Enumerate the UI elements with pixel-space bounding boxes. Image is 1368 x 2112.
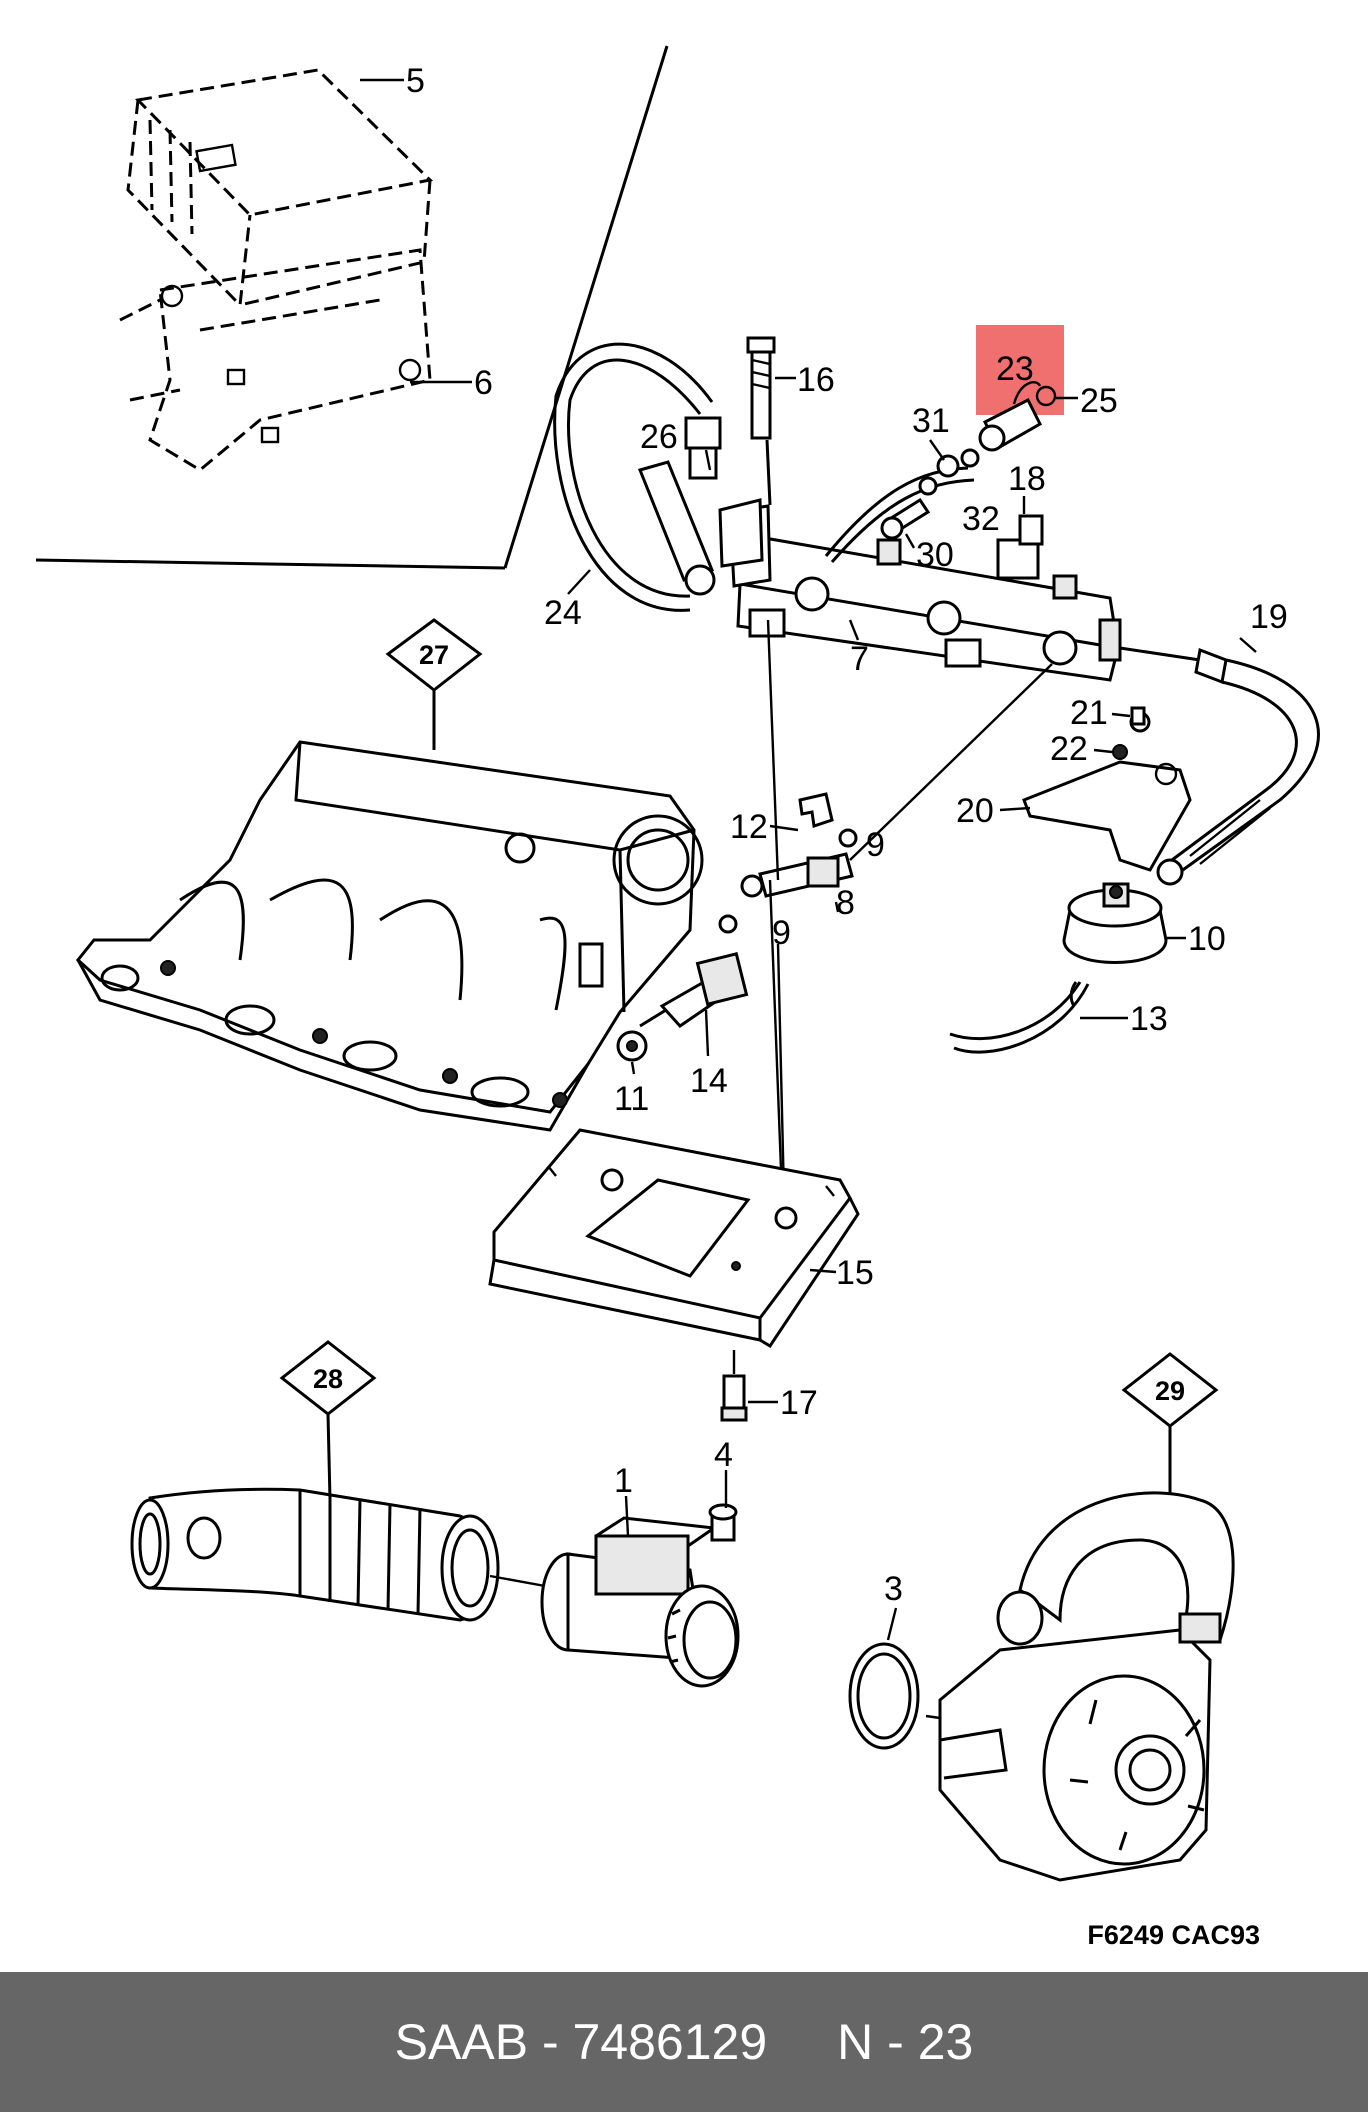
intake-hose bbox=[130, 1487, 500, 1622]
callout-21: 21 bbox=[1070, 694, 1108, 732]
washers-31-32 bbox=[880, 448, 980, 540]
callout-6: 6 bbox=[474, 364, 493, 402]
highlight-box-23 bbox=[976, 325, 1064, 415]
pressure-fitting-23 bbox=[978, 381, 1057, 452]
callout-24: 24 bbox=[544, 594, 582, 632]
callout-5: 5 bbox=[406, 62, 425, 100]
injector-8 bbox=[718, 792, 858, 934]
o-ring-3 bbox=[848, 1642, 920, 1750]
intake-manifold bbox=[75, 740, 704, 1132]
callout-17: 17 bbox=[780, 1384, 818, 1422]
callout-22: 22 bbox=[1050, 730, 1088, 768]
footer-bar: SAAB - 7486129 N - 23 bbox=[0, 1972, 1368, 2112]
group-ref-28: 28 bbox=[279, 1340, 377, 1501]
callout-9: 9 bbox=[866, 826, 885, 864]
callout-7: 7 bbox=[850, 640, 869, 678]
callout-10: 10 bbox=[1188, 920, 1226, 958]
callout-30: 30 bbox=[916, 536, 954, 574]
callout-18: 18 bbox=[1008, 460, 1046, 498]
callout-13: 13 bbox=[1130, 1000, 1168, 1038]
bolt-17 bbox=[720, 1374, 748, 1422]
regulator-bracket-20 bbox=[1022, 706, 1192, 872]
callout-23: 23 bbox=[996, 350, 1034, 388]
group-ref-28-label: 28 bbox=[313, 1364, 343, 1394]
callout-12: 12 bbox=[730, 808, 768, 846]
hose-19 bbox=[1119, 646, 1320, 886]
bolt-16 bbox=[746, 336, 776, 440]
callout-8: 8 bbox=[836, 884, 855, 922]
screw-4 bbox=[708, 1503, 738, 1542]
group-ref-29: 29 bbox=[1121, 1352, 1219, 1500]
group-ref-29-label: 29 bbox=[1155, 1376, 1185, 1406]
temp-sensor-14 bbox=[616, 951, 749, 1062]
air-filter-housing bbox=[938, 1491, 1235, 1882]
callout-11: 11 bbox=[614, 1080, 649, 1118]
footer-position: N - 23 bbox=[837, 2014, 974, 2070]
callout-3: 3 bbox=[884, 1570, 903, 1608]
footer-brand-part: SAAB - 7486129 bbox=[394, 2014, 768, 2070]
pressure-regulator-10 bbox=[949, 882, 1168, 1054]
callout-32: 32 bbox=[962, 500, 1000, 538]
callout-1: 1 bbox=[614, 1462, 633, 1500]
callout-19: 19 bbox=[1250, 598, 1288, 636]
figure-code: F6249 CAC93 bbox=[1087, 1920, 1260, 1950]
callout-25: 25 bbox=[1080, 382, 1118, 420]
connector-18 bbox=[876, 514, 1078, 600]
callout-9: 9 bbox=[772, 914, 791, 952]
group-ref-27-label: 27 bbox=[419, 640, 449, 670]
group-ref-27: 27 bbox=[385, 618, 483, 750]
mounting-plate-15 bbox=[488, 1128, 860, 1349]
callout-26: 26 bbox=[640, 418, 678, 456]
parts-diagram: 5 6 16 26 24 bbox=[35, 45, 1320, 1950]
fuel-rail bbox=[728, 439, 1122, 682]
callout-20: 20 bbox=[956, 792, 994, 830]
air-mass-meter-1 bbox=[540, 1516, 740, 1688]
callout-14: 14 bbox=[690, 1062, 728, 1100]
callout-15: 15 bbox=[836, 1254, 874, 1292]
fuel-line-24 bbox=[553, 342, 764, 612]
callout-4: 4 bbox=[714, 1436, 733, 1474]
callout-16: 16 bbox=[797, 361, 835, 399]
ecu-inset bbox=[35, 45, 669, 570]
callout-31: 31 bbox=[912, 402, 950, 440]
